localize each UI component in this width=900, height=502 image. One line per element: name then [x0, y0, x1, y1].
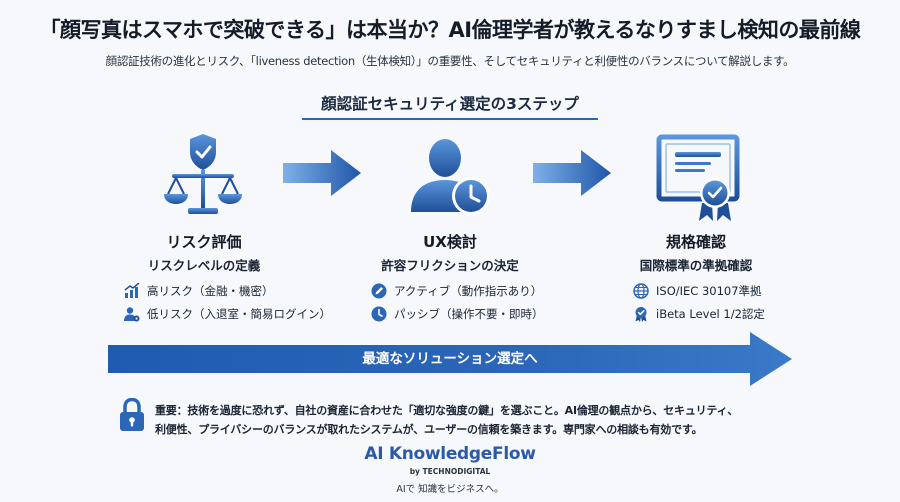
- note-line-1: 重要：技術を過度に恐れず、自社の資産に合わせた「適切な強度の鍵」を選ぶこと。AI…: [155, 404, 739, 417]
- bullet-active: アクティブ（動作指示あり）: [371, 283, 542, 299]
- page-subtitle: 顔認証技術の進化とリスク、「liveness detection（生体検知）」の…: [105, 54, 795, 68]
- globe-icon: [633, 283, 649, 299]
- bullet-high-risk: 高リスク（金融・機密）: [124, 283, 274, 299]
- pen-icon: [371, 283, 387, 299]
- bullet-ibeta: iBeta Level 1/2認定: [633, 306, 765, 322]
- user-clock-icon: [411, 139, 490, 215]
- bullet-iso: ISO/IEC 30107準拠: [633, 283, 762, 299]
- user-gear-icon: [124, 307, 140, 322]
- badge-icon: [635, 307, 647, 322]
- page-title: 「顔写真はスマホで突破できる」は本当か？AI倫理学者が教えるなりすまし検知の最前…: [39, 18, 861, 42]
- bullet-text: 低リスク（入退室・簡易ログイン）: [147, 307, 331, 321]
- bullet-text: ISO/IEC 30107準拠: [656, 284, 762, 298]
- step-subtitle-risk: リスクレベルの定義: [147, 258, 261, 273]
- flow-arrow: [108, 332, 792, 386]
- flow-label: 最適なソリューション選定へ: [362, 351, 538, 367]
- bullet-low-risk: 低リスク（入退室・簡易ログイン）: [124, 306, 331, 322]
- step-subtitle-ux: 許容フリクションの決定: [381, 258, 519, 273]
- clock-icon: [371, 306, 387, 322]
- step-arrow: [283, 150, 361, 196]
- bullet-text: iBeta Level 1/2認定: [656, 307, 765, 321]
- section-heading: 顔認証セキュリティ選定の3ステップ: [321, 95, 579, 113]
- step-title-standard: 規格確認: [665, 233, 726, 251]
- brand-logo: AI KnowledgeFlow: [364, 444, 536, 464]
- important-note: 重要：技術を過度に恐れず、自社の資産に合わせた「適切な強度の鍵」を選ぶこと。AI…: [155, 401, 795, 439]
- bullet-text: 高リスク（金融・機密）: [147, 284, 274, 298]
- section-underline: [302, 118, 598, 120]
- bullet-text: パッシブ（操作不要・即時）: [394, 307, 544, 321]
- step-arrow: [533, 150, 611, 196]
- step-subtitle-standard: 国際標準の準拠確認: [639, 258, 753, 273]
- note-line-2: 利便性、プライバシーのバランスが取れたシステムが、ユーザーの信頼を築きます。専門…: [155, 423, 703, 436]
- step-title-risk: リスク評価: [166, 233, 242, 251]
- brand-by: by TECHNODIGITAL: [409, 467, 491, 476]
- bullet-text: アクティブ（動作指示あり）: [394, 284, 543, 298]
- lock-icon: [120, 398, 144, 431]
- scales-shield-icon: [164, 134, 242, 214]
- step-title-ux: UX検討: [423, 233, 477, 251]
- bullet-passive: パッシブ（操作不要・即時）: [371, 306, 544, 322]
- chart-icon: [124, 283, 140, 298]
- certificate-icon: [656, 134, 740, 221]
- brand-tagline: AIで 知識をビジネスへ。: [396, 484, 504, 495]
